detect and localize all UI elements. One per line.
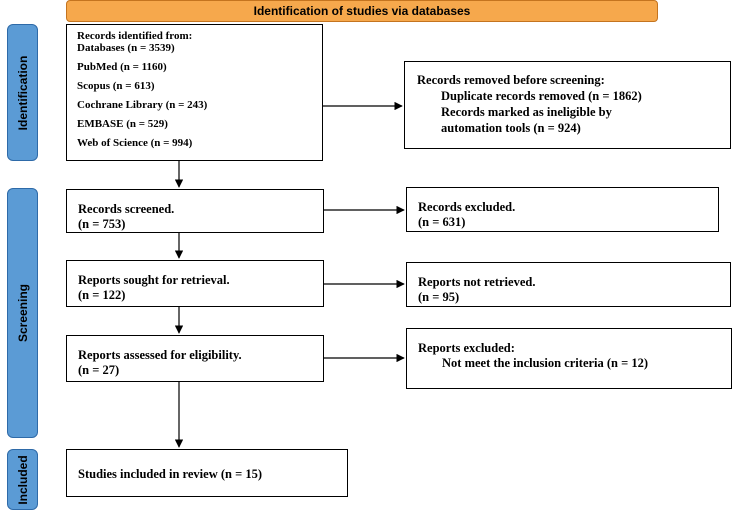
records-identified-heading: Records identified from: [77,30,193,42]
source-web-of-science: Web of Science (n = 994) [77,137,193,149]
studies-included-label: Studies included in review (n = 15) [78,467,262,481]
reports-sought-count: (n = 122) [78,288,126,302]
reports-not-retrieved-label: Reports not retrieved. [418,275,536,289]
reports-excluded-reason: Not meet the inclusion criteria (n = 12) [442,356,649,370]
reports-not-retrieved-count: (n = 95) [418,290,460,304]
source-scopus: Scopus (n = 613) [77,80,155,92]
included-phase-label: Included [7,449,38,510]
duplicates-removed: Duplicate records removed (n = 1862) [441,89,642,103]
ineligible-line-1: Records marked as ineligible by [441,105,612,119]
reports-sought-label: Reports sought for retrieval. [78,273,230,287]
records-excluded-count: (n = 631) [418,215,466,229]
records-excluded-label: Records excluded. [418,200,516,214]
records-screened-box: Records screened. (n = 753) [66,189,324,233]
studies-included-box: Studies included in review (n = 15) [66,449,348,497]
source-databases: Databases (n = 3539) [77,42,175,54]
records-excluded-box: Records excluded. (n = 631) [406,187,719,232]
records-removed-heading: Records removed before screening: [417,73,605,87]
screening-phase-label: Screening [7,188,38,438]
reports-excluded-box: Reports excluded: Not meet the inclusion… [406,328,732,389]
identification-phase-label: Identification [7,24,38,161]
source-pubmed: PubMed (n = 1160) [77,61,167,73]
reports-not-retrieved-box: Reports not retrieved. (n = 95) [406,262,731,307]
reports-assessed-box: Reports assessed for eligibility. (n = 2… [66,335,324,382]
ineligible-line-2: automation tools (n = 924) [441,121,581,135]
source-embase: EMBASE (n = 529) [77,118,168,130]
records-identified-box: Records identified from: Databases (n = … [66,24,323,161]
records-removed-box: Records removed before screening: Duplic… [404,61,731,149]
reports-assessed-label: Reports assessed for eligibility. [78,348,242,362]
reports-assessed-count: (n = 27) [78,363,120,377]
identification-banner: Identification of studies via databases [66,0,658,22]
records-screened-count: (n = 753) [78,217,126,231]
reports-sought-box: Reports sought for retrieval. (n = 122) [66,260,324,307]
source-cochrane: Cochrane Library (n = 243) [77,99,208,111]
records-screened-label: Records screened. [78,202,175,216]
reports-excluded-label: Reports excluded: [418,341,515,355]
